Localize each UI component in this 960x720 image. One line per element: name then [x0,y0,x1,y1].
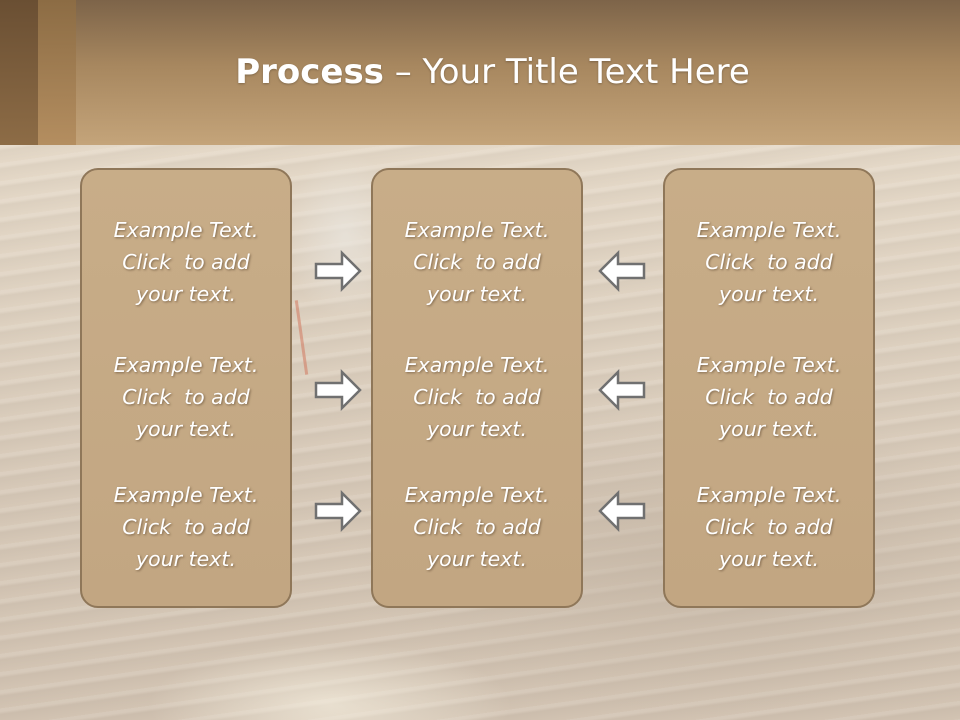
text-line: Click to add [413,250,541,274]
text-line: your text. [427,282,527,306]
process-box-center[interactable]: Example Text. Click to add your text. Ex… [371,168,583,608]
text-line: your text. [136,547,236,571]
arrow-right-icon[interactable] [314,250,362,292]
text-line: your text. [719,282,819,306]
header-accent-strip [0,0,38,145]
text-line: Click to add [705,250,833,274]
text-line: your text. [427,417,527,441]
process-box-left[interactable]: Example Text. Click to add your text. Ex… [80,168,292,608]
text-line: Example Text. [696,483,842,507]
text-line: Example Text. [696,218,842,242]
text-line: Example Text. [404,353,550,377]
text-line: Example Text. [113,218,259,242]
text-placeholder[interactable]: Example Text. Click to add your text. [665,349,873,445]
title-text: – Your Title Text Here [383,52,750,92]
header-accent-strip [38,0,76,145]
text-line: Example Text. [404,218,550,242]
text-placeholder[interactable]: Example Text. Click to add your text. [373,214,581,310]
text-placeholder[interactable]: Example Text. Click to add your text. [82,479,290,575]
text-placeholder[interactable]: Example Text. Click to add your text. [373,479,581,575]
process-box-right[interactable]: Example Text. Click to add your text. Ex… [663,168,875,608]
text-line: your text. [719,547,819,571]
text-line: Example Text. [404,483,550,507]
text-line: Click to add [122,250,250,274]
text-line: Click to add [122,515,250,539]
arrow-left-icon[interactable] [598,369,646,411]
arrow-right-icon[interactable] [314,369,362,411]
text-placeholder[interactable]: Example Text. Click to add your text. [82,349,290,445]
arrow-left-icon[interactable] [598,490,646,532]
text-line: your text. [136,282,236,306]
text-placeholder[interactable]: Example Text. Click to add your text. [373,349,581,445]
text-line: your text. [427,547,527,571]
title-bar [0,0,960,145]
text-line: Click to add [413,385,541,409]
text-line: Click to add [413,515,541,539]
slide-title[interactable]: Process – Your Title Text Here [0,52,960,92]
text-placeholder[interactable]: Example Text. Click to add your text. [665,479,873,575]
title-bold: Process [235,52,384,92]
arrow-right-icon[interactable] [314,490,362,532]
text-line: Example Text. [113,353,259,377]
text-line: Click to add [705,385,833,409]
text-line: Click to add [705,515,833,539]
text-line: Example Text. [696,353,842,377]
text-line: Click to add [122,385,250,409]
text-line: Example Text. [113,483,259,507]
text-line: your text. [136,417,236,441]
arrow-left-icon[interactable] [598,250,646,292]
text-placeholder[interactable]: Example Text. Click to add your text. [665,214,873,310]
text-line: your text. [719,417,819,441]
text-placeholder[interactable]: Example Text. Click to add your text. [82,214,290,310]
